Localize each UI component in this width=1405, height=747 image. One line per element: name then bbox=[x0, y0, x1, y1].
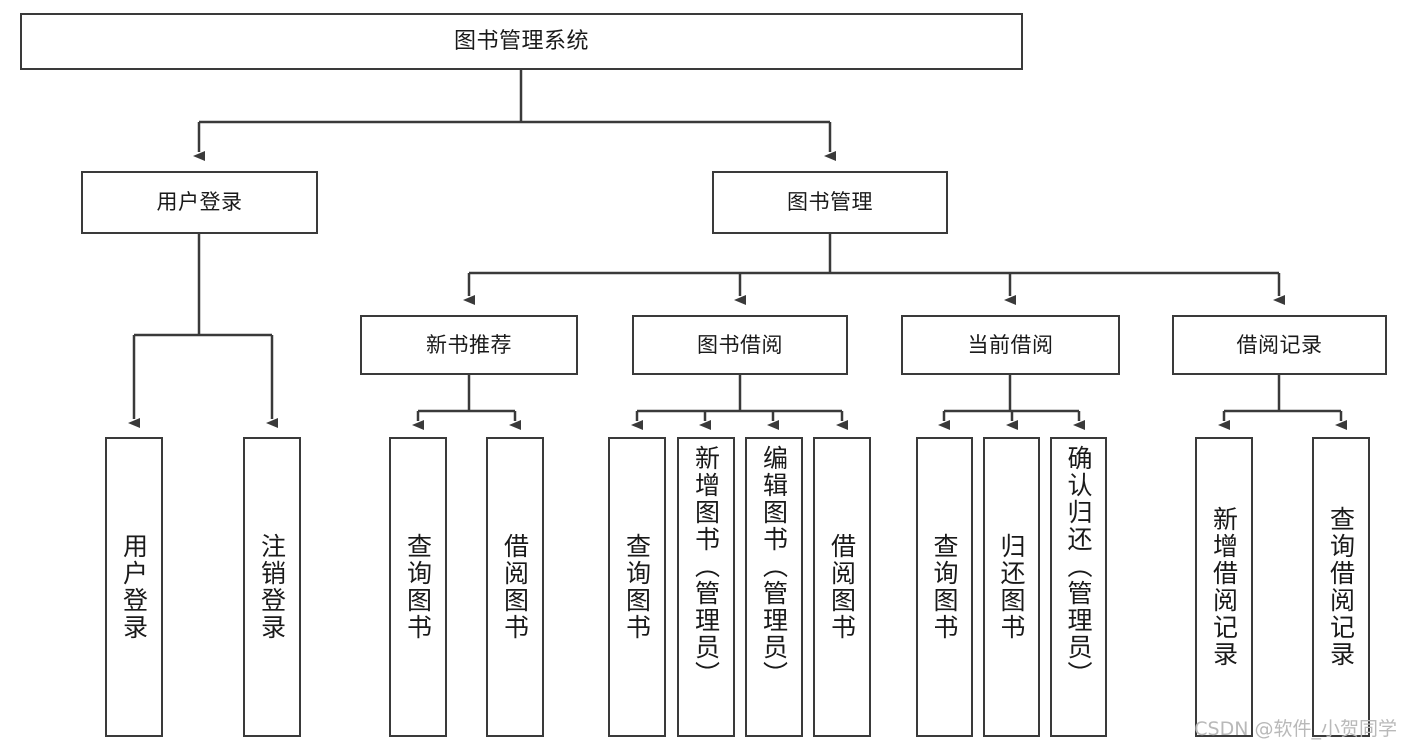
node-leaf-borrow-book-rec[interactable]: 借阅图书 bbox=[486, 437, 544, 737]
node-new-book-rec-label: 新书推荐 bbox=[426, 332, 512, 357]
node-user-login[interactable]: 用户登录 bbox=[81, 171, 318, 234]
node-leaf-query-book-rec-label: 查询图书 bbox=[403, 533, 433, 641]
node-leaf-edit-book-label: 编辑图书（管理员） bbox=[759, 445, 789, 688]
node-leaf-query-book-borrow-label: 查询图书 bbox=[622, 533, 652, 641]
node-borrow-record-label: 借阅记录 bbox=[1236, 332, 1323, 357]
node-leaf-add-book[interactable]: 新增图书（管理员） bbox=[677, 437, 735, 737]
node-book-borrow-label: 图书借阅 bbox=[697, 332, 783, 357]
node-leaf-borrow-book[interactable]: 借阅图书 bbox=[813, 437, 871, 737]
node-root-label: 图书管理系统 bbox=[453, 28, 589, 54]
node-user-login-label: 用户登录 bbox=[156, 190, 243, 215]
node-current-borrow[interactable]: 当前借阅 bbox=[901, 315, 1120, 375]
node-book-manage[interactable]: 图书管理 bbox=[712, 171, 948, 234]
node-leaf-user-login[interactable]: 用户登录 bbox=[105, 437, 163, 737]
node-leaf-return-book[interactable]: 归还图书 bbox=[983, 437, 1040, 737]
node-leaf-add-record-label: 新增借阅记录 bbox=[1209, 506, 1239, 668]
node-current-borrow-label: 当前借阅 bbox=[967, 332, 1054, 357]
node-borrow-record[interactable]: 借阅记录 bbox=[1172, 315, 1387, 375]
node-new-book-rec[interactable]: 新书推荐 bbox=[360, 315, 578, 375]
node-leaf-query-record-label: 查询借阅记录 bbox=[1326, 506, 1356, 668]
node-leaf-logout[interactable]: 注销登录 bbox=[243, 437, 301, 737]
node-leaf-user-login-label: 用户登录 bbox=[119, 533, 149, 641]
node-leaf-confirm-return[interactable]: 确认归还（管理员） bbox=[1050, 437, 1107, 737]
node-book-manage-label: 图书管理 bbox=[787, 190, 873, 215]
node-leaf-return-book-label: 归还图书 bbox=[997, 533, 1026, 641]
node-leaf-query-record[interactable]: 查询借阅记录 bbox=[1312, 437, 1370, 737]
node-leaf-logout-label: 注销登录 bbox=[257, 533, 287, 641]
node-leaf-query-book-rec[interactable]: 查询图书 bbox=[389, 437, 447, 737]
node-leaf-borrow-book-rec-label: 借阅图书 bbox=[500, 533, 530, 641]
node-leaf-confirm-return-label: 确认归还（管理员） bbox=[1064, 445, 1093, 688]
node-book-borrow[interactable]: 图书借阅 bbox=[632, 315, 848, 375]
node-root[interactable]: 图书管理系统 bbox=[20, 13, 1023, 70]
node-leaf-query-book-current[interactable]: 查询图书 bbox=[916, 437, 973, 737]
node-leaf-edit-book[interactable]: 编辑图书（管理员） bbox=[745, 437, 803, 737]
node-leaf-add-book-label: 新增图书（管理员） bbox=[691, 445, 721, 688]
watermark: CSDN @软件_小贺同学 bbox=[1194, 718, 1397, 740]
node-leaf-query-book-borrow[interactable]: 查询图书 bbox=[608, 437, 666, 737]
node-leaf-query-book-current-label: 查询图书 bbox=[930, 533, 959, 641]
node-leaf-add-record[interactable]: 新增借阅记录 bbox=[1195, 437, 1253, 737]
node-leaf-borrow-book-label: 借阅图书 bbox=[827, 533, 857, 641]
